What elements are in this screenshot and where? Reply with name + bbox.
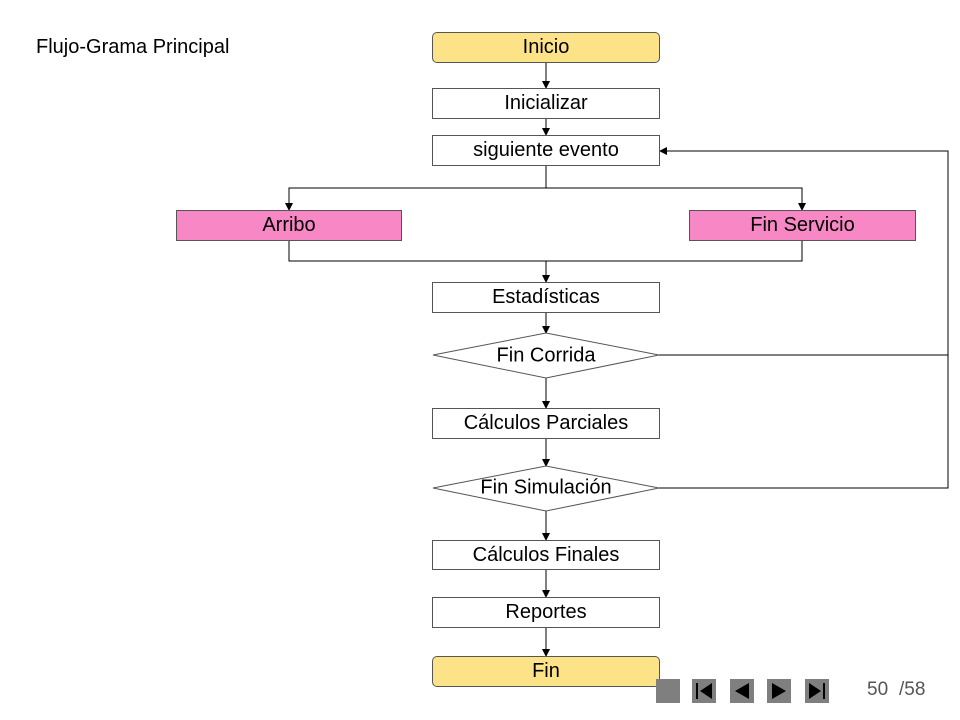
previous-page-icon[interactable] [730,679,754,703]
split-connector [285,166,547,211]
node-estadisticas: Estadísticas [432,282,660,313]
loop-fincorrida [659,147,949,356]
split-connector-right [546,187,806,211]
current-page-number: 50 [867,679,889,700]
label-fin-simulacion: Fin Simulación [480,476,612,499]
diagram-title: Flujo-Grama Principal [36,36,230,58]
decision-fin-corrida [432,332,660,379]
node-calculos-parciales: Cálculos Parciales [432,408,660,439]
loop-finsimulacion [659,355,949,489]
total-pages: /58 [899,679,926,700]
merge-connector [288,241,803,262]
node-arribo: Arribo [176,210,402,241]
node-reportes: Reportes [432,597,660,628]
first-page-icon[interactable] [692,679,716,703]
node-fin: Fin [432,656,660,687]
node-fin-servicio: Fin Servicio [689,210,916,241]
blank-button-icon[interactable] [656,679,680,703]
decision-fin-simulacion [432,465,660,512]
node-siguiente-evento: siguiente evento [432,135,660,166]
node-inicio: Inicio [432,32,660,63]
last-page-icon[interactable] [805,679,829,703]
node-calculos-finales: Cálculos Finales [432,540,660,570]
node-inicializar: Inicializar [432,88,660,119]
label-fin-corrida: Fin Corrida [496,344,596,367]
next-page-icon[interactable] [767,679,791,703]
